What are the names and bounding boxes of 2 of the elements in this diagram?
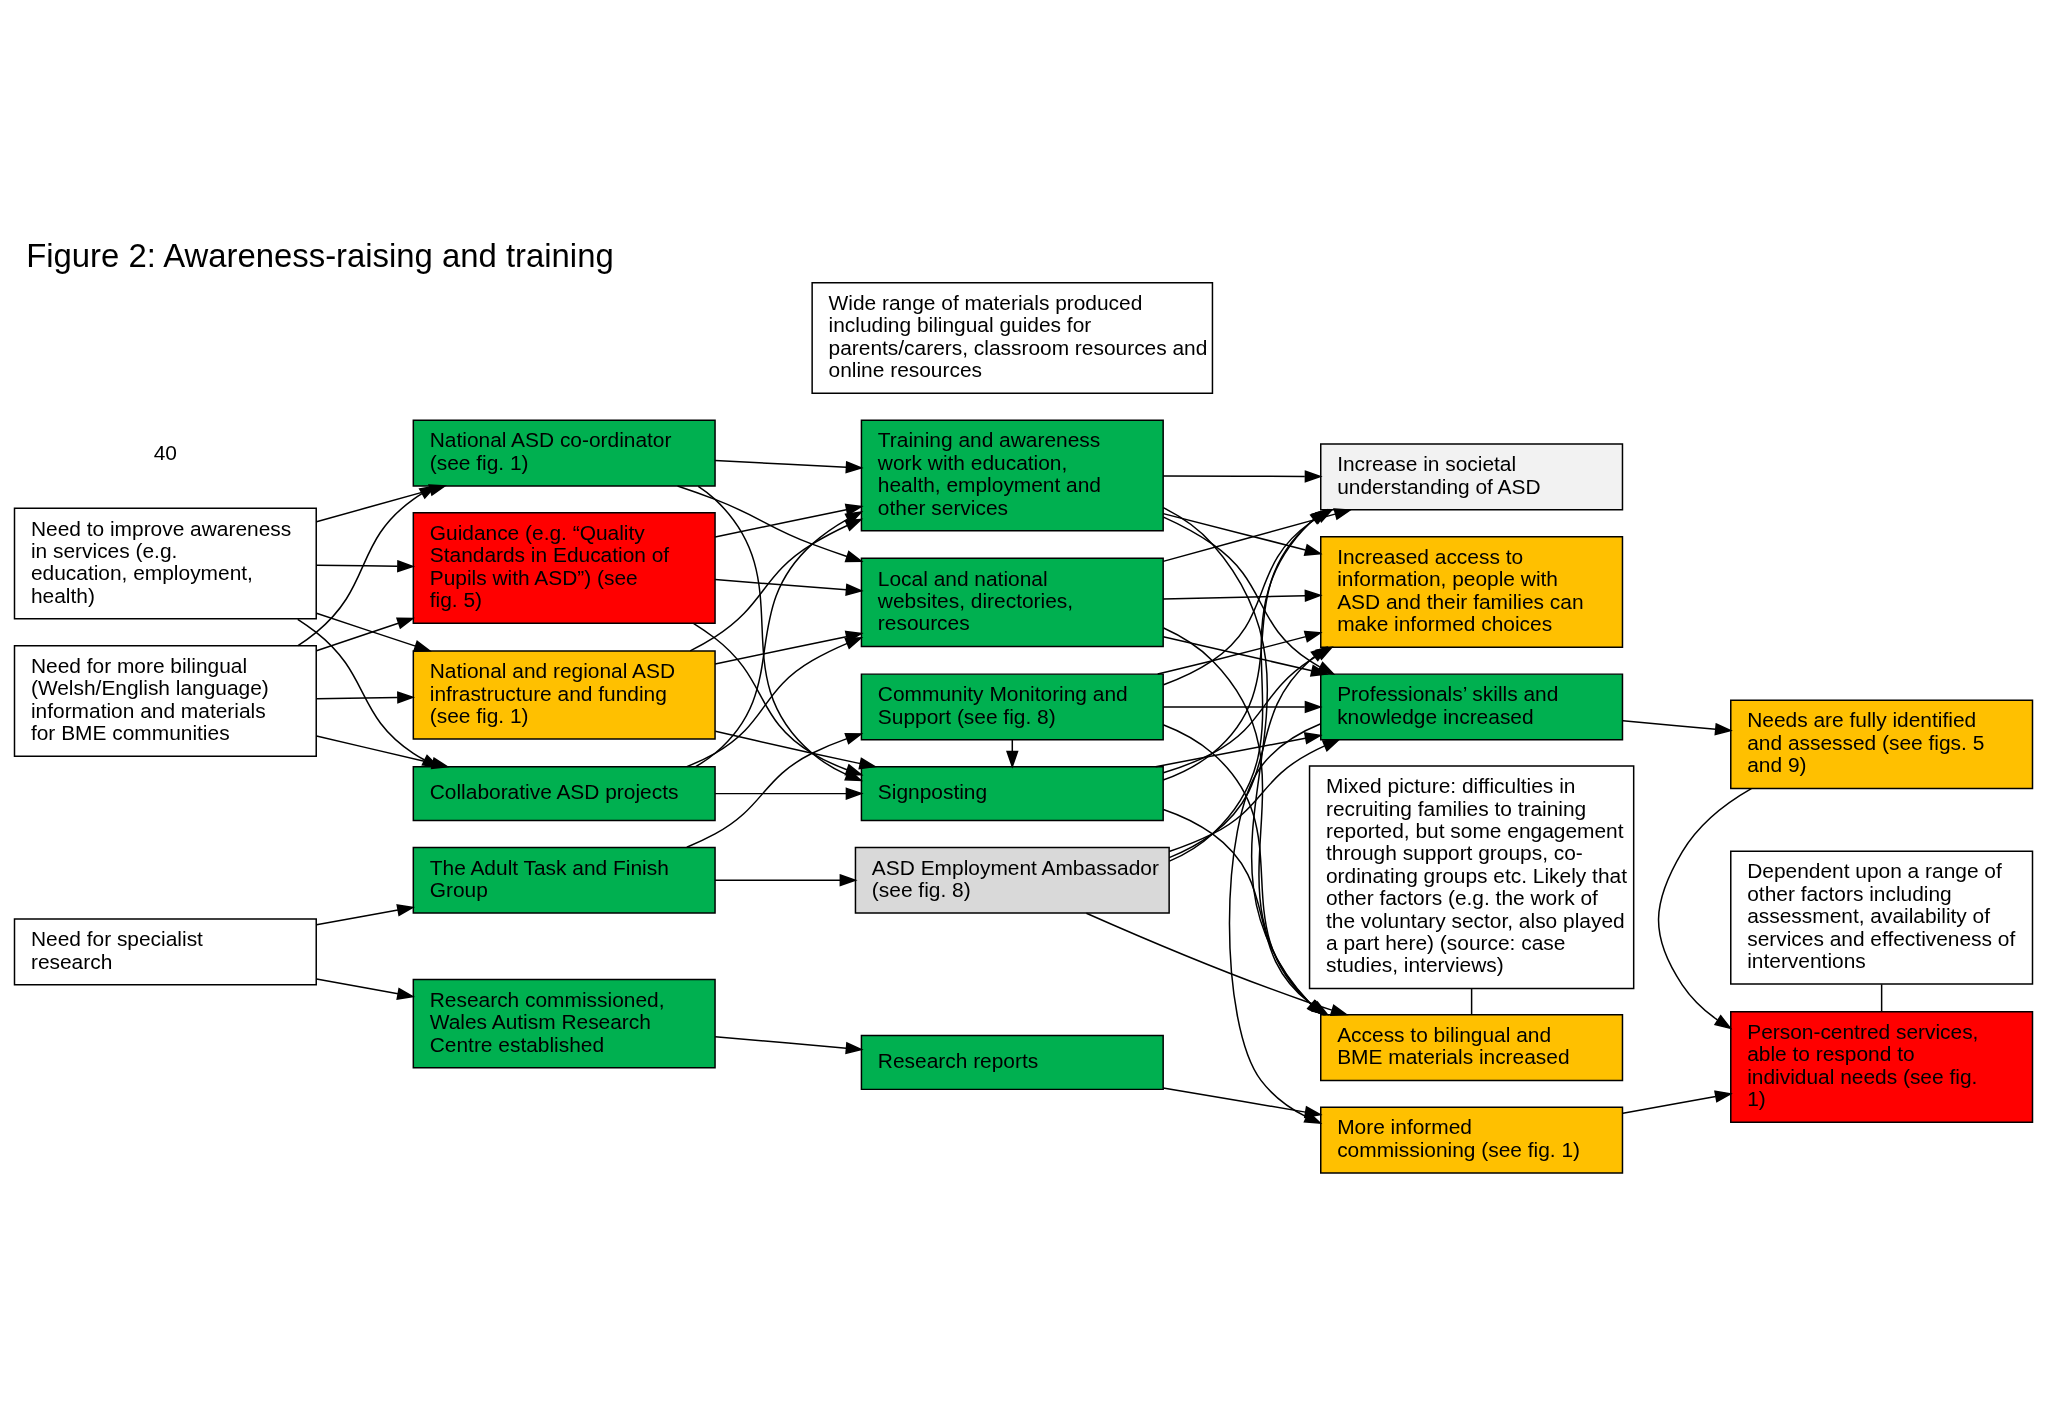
label: 40	[153, 441, 177, 465]
diagram-title: Figure 2: Awareness-raising and training	[26, 237, 614, 275]
